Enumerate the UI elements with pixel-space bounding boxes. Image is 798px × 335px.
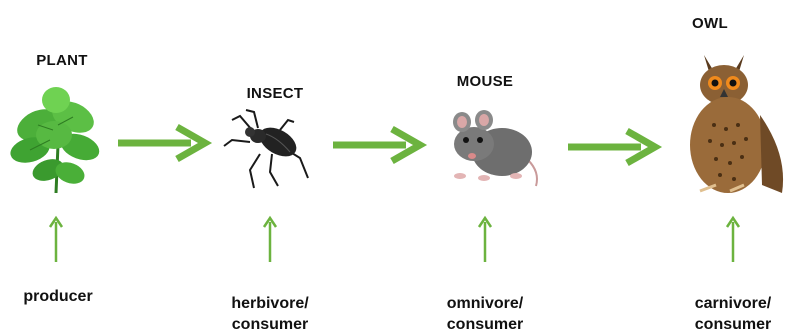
insect-role-line1: herbivore/ <box>205 293 335 314</box>
mouse-role-line1: omnivore/ <box>420 293 550 314</box>
arrow-group <box>50 127 739 262</box>
plant-role-line1: producer <box>2 286 114 307</box>
plant-role-label: producer <box>2 286 114 307</box>
insect-role-line2: consumer <box>205 314 335 335</box>
mouse-role-line2: consumer <box>420 314 550 335</box>
owl-role-line2: consumer <box>668 314 798 335</box>
owl-role-line1: carnivore/ <box>668 293 798 314</box>
